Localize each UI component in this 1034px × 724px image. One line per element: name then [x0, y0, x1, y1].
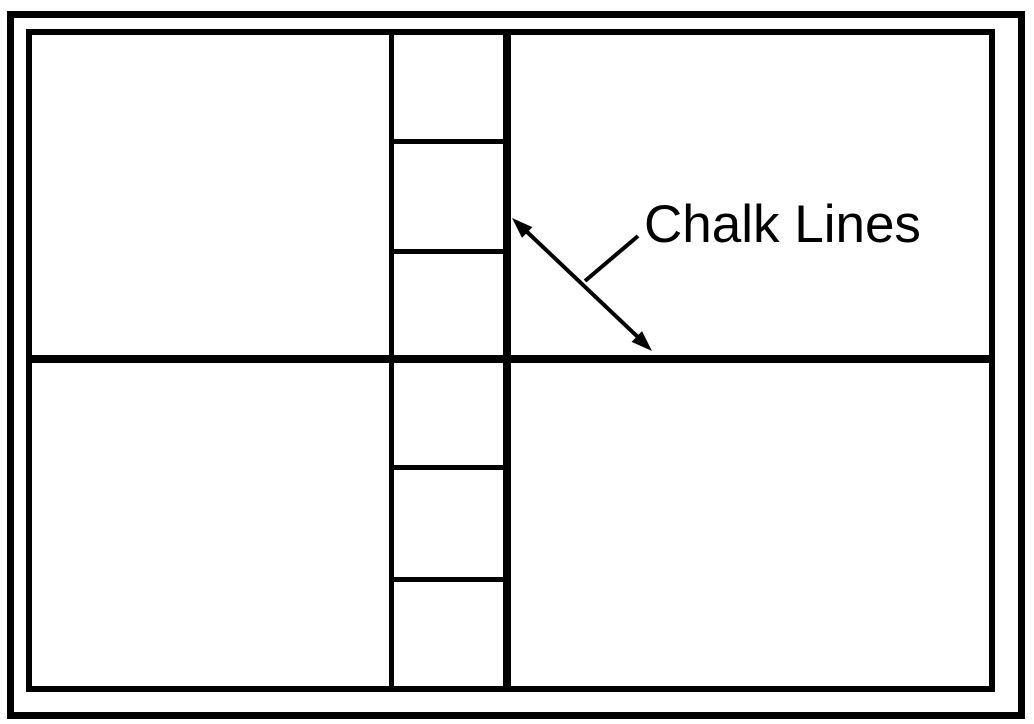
- label-leader-line: [583, 234, 640, 283]
- outer-border: [7, 11, 1025, 719]
- chalk-lines-label: Chalk Lines: [644, 195, 921, 254]
- arrowhead-down-right-icon: [631, 331, 652, 351]
- horizontal-chalk-line: [26, 355, 995, 363]
- tile-divider: [389, 249, 511, 254]
- tile-divider: [389, 465, 511, 470]
- double-arrow-shaft: [522, 227, 642, 341]
- tile-divider: [389, 577, 511, 582]
- arrowhead-up-left-icon: [512, 218, 533, 238]
- tile-divider: [389, 139, 511, 144]
